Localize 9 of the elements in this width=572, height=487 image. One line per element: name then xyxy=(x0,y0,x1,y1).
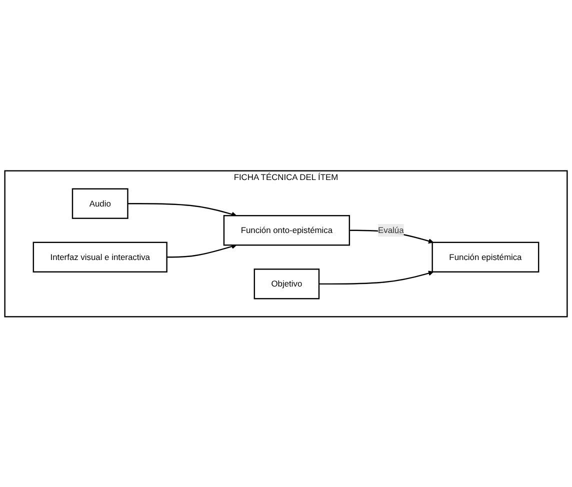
edge-label: Evalúa xyxy=(378,224,404,235)
node-box: Función onto-epistémica xyxy=(223,214,350,246)
arrow xyxy=(128,202,237,217)
node-box: Interfaz visual e interactiva xyxy=(32,242,168,272)
node-box: Audio xyxy=(72,188,128,219)
node-box: Función epistémica xyxy=(432,242,540,272)
arrow xyxy=(319,270,434,284)
arrow xyxy=(166,244,237,258)
node-box: Objetivo xyxy=(254,268,320,299)
